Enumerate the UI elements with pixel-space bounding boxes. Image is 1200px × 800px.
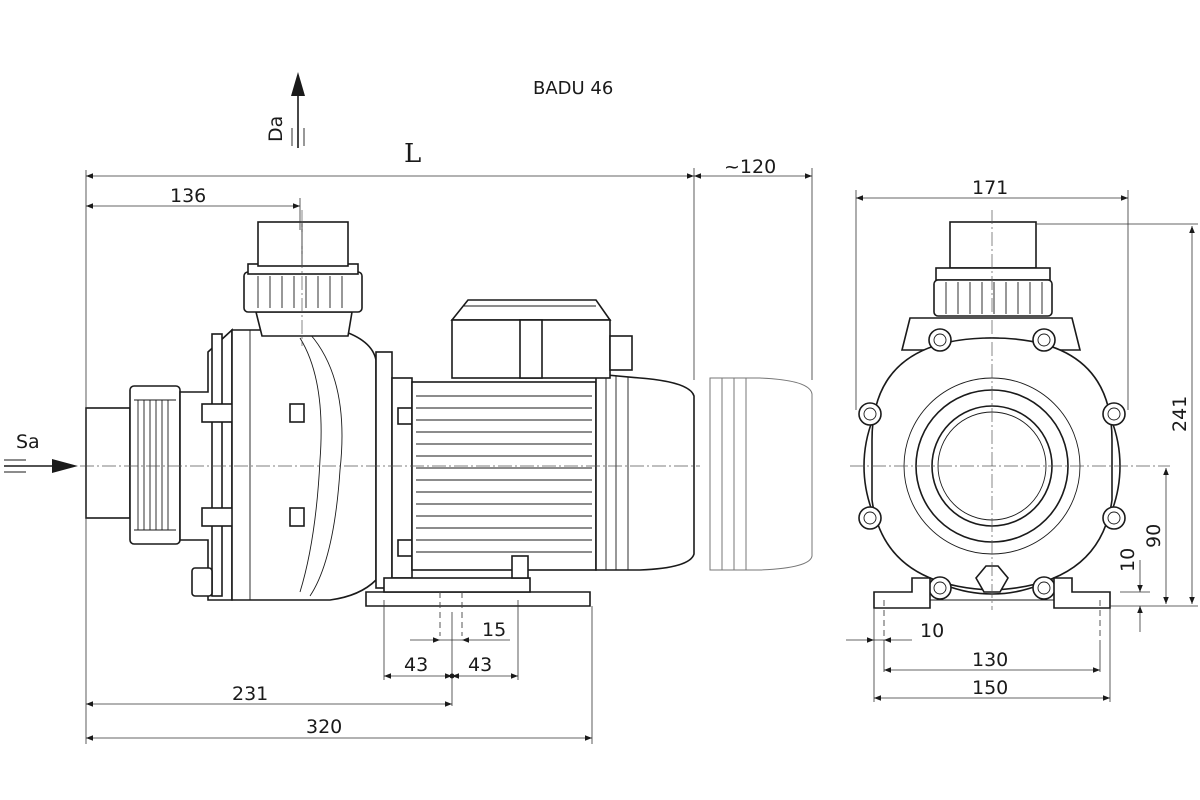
dim-foot-left: 43 (404, 654, 428, 676)
drawing-title: BADU 46 (533, 78, 613, 99)
outlet-flow-arrow: Da (265, 72, 305, 148)
dim-axis-height: 90 (1143, 524, 1165, 548)
dim-foot-slot: 15 (482, 619, 506, 641)
pump-front-view (850, 210, 1170, 640)
motor-removal-space (709, 377, 813, 571)
dim-foot-width: 10 (920, 620, 944, 642)
side-view-dimensions: L ~120 136 15 43 43 231 320 (85, 139, 813, 744)
outlet-label: Da (265, 116, 287, 142)
pump-side-view (80, 210, 813, 636)
dim-foot-position: 231 (232, 683, 268, 705)
dim-motor-clearance: ~120 (724, 156, 776, 178)
dim-foot-height: 10 (1117, 548, 1139, 572)
dim-front-height: 241 (1169, 396, 1191, 432)
inlet-flow-arrow: Sa (4, 431, 78, 473)
dim-L: L (404, 139, 421, 169)
dim-outlet-offset: 136 (170, 185, 206, 207)
dim-total-length: 320 (306, 716, 342, 738)
dim-base-width: 150 (972, 677, 1008, 699)
dim-hole-spacing: 130 (972, 649, 1008, 671)
dim-foot-right: 43 (468, 654, 492, 676)
dim-front-width: 171 (972, 177, 1008, 199)
inlet-label: Sa (16, 431, 40, 453)
front-view-dimensions: 171 241 90 10 10 130 150 (846, 177, 1198, 702)
